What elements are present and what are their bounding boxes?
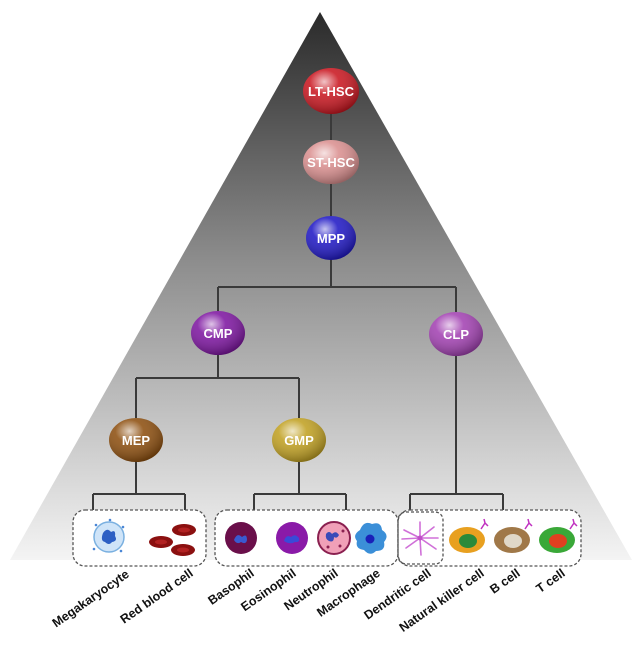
red-blood-cell-icon <box>149 524 196 556</box>
basophil-icon <box>225 522 257 554</box>
node-label: CMP <box>204 326 233 341</box>
node-label: CLP <box>443 327 469 342</box>
b-cell-icon <box>494 518 533 553</box>
dendritic-cell-icon <box>401 521 439 556</box>
cell-label-t-cell: T cell <box>534 566 568 596</box>
eosinophil-icon <box>276 522 308 554</box>
lymphoid-box <box>397 509 582 567</box>
node-cmp: CMP <box>191 311 245 355</box>
node-st-hsc: ST-HSC <box>303 140 359 184</box>
erythroid-megakaryocyte-box <box>72 509 207 567</box>
megakaryocyte-icon <box>92 518 125 553</box>
cell-label-b-cell: B cell <box>487 566 522 597</box>
cell-label-megakaryocyte: Megakaryocyte <box>50 567 132 630</box>
neutrophil-icon <box>317 521 351 555</box>
node-label: LT-HSC <box>308 84 355 99</box>
node-gmp: GMP <box>272 418 326 462</box>
node-label: GMP <box>284 433 314 448</box>
t-cell-icon <box>539 518 578 553</box>
node-label: ST-HSC <box>307 155 355 170</box>
cell-label-red-blood-cell: Red blood cell <box>118 566 196 626</box>
node-clp: CLP <box>429 312 483 356</box>
macrophage-icon <box>355 522 387 554</box>
cell-labels: Megakaryocyte Red blood cell Basophil Eo… <box>50 566 568 635</box>
node-lt-hsc: LT-HSC <box>303 68 359 114</box>
node-mpp: MPP <box>306 216 356 260</box>
node-label: MEP <box>122 433 151 448</box>
node-mep: MEP <box>109 418 163 462</box>
node-label: MPP <box>317 231 346 246</box>
lineage-connectors <box>92 108 504 510</box>
natural-killer-cell-icon <box>449 518 489 553</box>
